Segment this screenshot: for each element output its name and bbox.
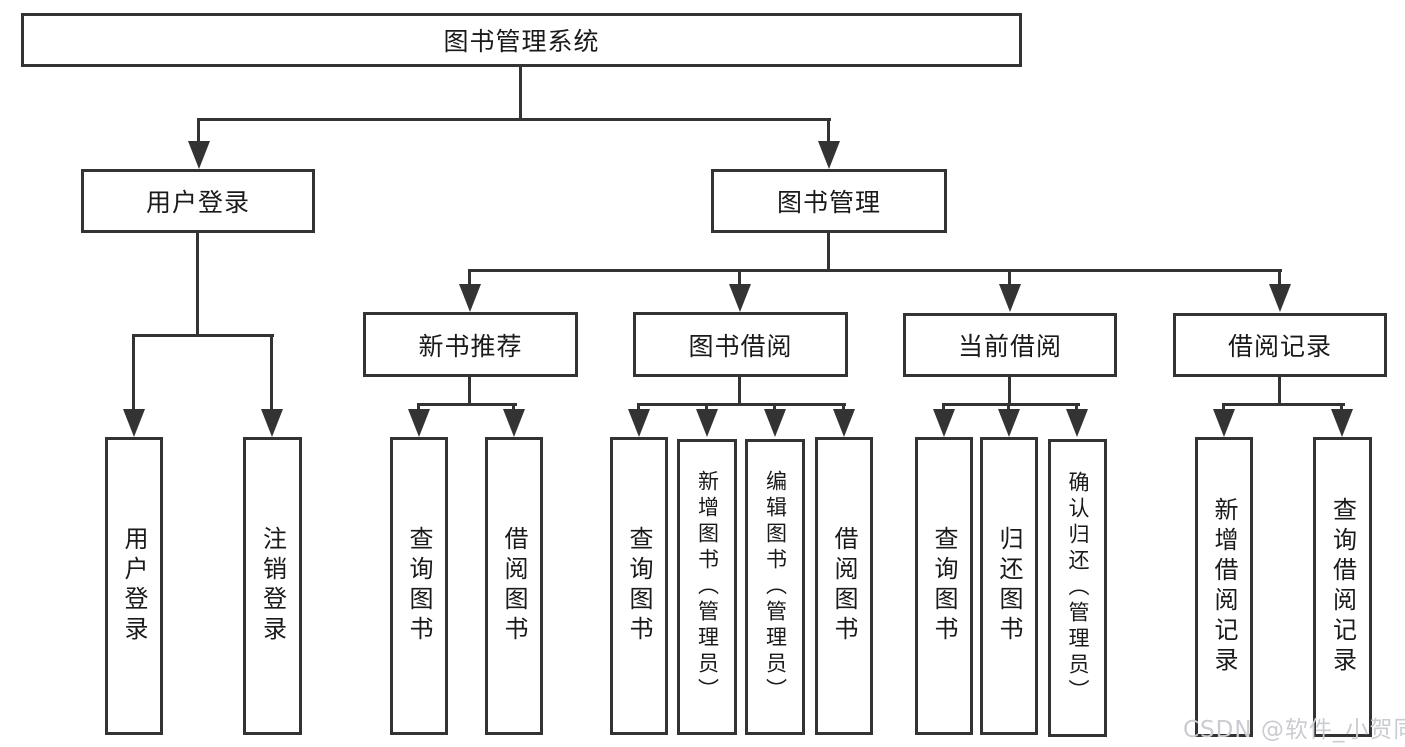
arrow-to-new-book-recommend — [459, 284, 481, 312]
arrow-to-leaf-confirm-return-admin — [1066, 409, 1088, 437]
arrow-to-leaf-logout — [261, 409, 283, 437]
node-root-label: 图书管理系统 — [443, 27, 600, 56]
leaf-query-borrow-record-label: 查询借阅记录 — [1328, 497, 1357, 677]
connector-userlogin-stem — [196, 233, 199, 336]
leaf-query-borrow-record: 查询借阅记录 — [1313, 437, 1372, 737]
leaf-borrow-books-recommend-label: 借阅图书 — [500, 526, 528, 646]
leaf-logout-label: 注销登录 — [258, 526, 287, 646]
leaf-query-books-current: 查询图书 — [915, 437, 973, 735]
arrow-to-leaf-query-books-current — [933, 409, 955, 437]
csdn-watermark: CSDN @软件_小贺同学 — [1183, 717, 1405, 743]
node-book-borrow-label: 图书借阅 — [688, 331, 793, 361]
connector-borrow-stem — [738, 377, 741, 406]
leaf-borrow-books-label: 借阅图书 — [830, 526, 858, 646]
leaf-add-borrow-record: 新增借阅记录 — [1195, 437, 1253, 737]
leaf-edit-books-admin: 编辑图书（管理员） — [745, 439, 805, 735]
arrow-to-leaf-add-books-admin — [696, 409, 718, 437]
connector-root-drop-left — [197, 121, 200, 141]
connector-records-stem — [1278, 377, 1281, 406]
connector-recommend-bus — [417, 403, 517, 406]
connector-bookmgmt-drop-4 — [1278, 272, 1281, 286]
leaf-user-login: 用户登录 — [105, 437, 163, 735]
node-book-management: 图书管理 — [711, 169, 947, 233]
leaf-add-books-admin-label: 新增图书（管理员） — [695, 470, 720, 704]
arrow-to-leaf-user-login — [123, 409, 145, 437]
leaf-logout: 注销登录 — [243, 437, 302, 735]
leaf-query-books-borrow-label: 查询图书 — [625, 526, 653, 646]
arrow-to-leaf-query-borrow-record — [1331, 409, 1353, 437]
arrow-to-leaf-return-books — [998, 409, 1020, 437]
connector-userlogin-drop-1 — [132, 337, 135, 411]
leaf-add-books-admin: 新增图书（管理员） — [677, 439, 737, 735]
connector-bookmgmt-bus — [468, 269, 1282, 272]
leaf-borrow-books: 借阅图书 — [815, 437, 873, 735]
connector-root-bus — [197, 118, 831, 121]
leaf-add-borrow-record-label: 新增借阅记录 — [1210, 497, 1238, 677]
node-book-borrow: 图书借阅 — [633, 312, 848, 377]
arrow-to-current-borrow — [999, 284, 1021, 312]
node-book-management-label: 图书管理 — [776, 188, 881, 217]
node-current-borrow: 当前借阅 — [903, 313, 1117, 377]
arrow-to-leaf-add-borrow-record — [1213, 409, 1235, 437]
connector-root-stem — [519, 67, 522, 121]
node-root: 图书管理系统 — [21, 13, 1022, 67]
leaf-query-books-recommend-label: 查询图书 — [405, 526, 433, 646]
node-new-book-recommend: 新书推荐 — [363, 312, 578, 377]
leaf-user-login-label: 用户登录 — [120, 526, 148, 646]
node-borrow-records: 借阅记录 — [1173, 313, 1387, 377]
arrow-to-book-borrow — [729, 284, 751, 312]
leaf-query-books-recommend: 查询图书 — [390, 437, 448, 735]
arrow-to-leaf-query-books-recommend — [408, 409, 430, 437]
connector-current-stem — [1008, 377, 1011, 406]
connector-borrow-bus — [637, 403, 846, 406]
node-new-book-recommend-label: 新书推荐 — [418, 331, 523, 361]
arrow-to-leaf-borrow-books — [833, 409, 855, 437]
connector-bookmgmt-drop-3 — [1008, 272, 1011, 286]
leaf-return-books: 归还图书 — [980, 437, 1038, 735]
connector-bookmgmt-drop-1 — [468, 272, 471, 286]
node-current-borrow-label: 当前借阅 — [957, 332, 1062, 361]
leaf-return-books-label: 归还图书 — [995, 526, 1023, 646]
arrow-to-leaf-query-books-borrow — [628, 409, 650, 437]
leaf-query-books-current-label: 查询图书 — [930, 526, 958, 646]
leaf-edit-books-admin-label: 编辑图书（管理员） — [763, 470, 788, 704]
connector-bookmgmt-stem — [827, 233, 830, 271]
connector-recommend-stem — [468, 377, 471, 406]
connector-current-bus — [942, 403, 1080, 406]
arrow-to-leaf-borrow-books-recommend — [503, 409, 525, 437]
connector-userlogin-bus — [132, 334, 274, 337]
arrow-to-leaf-edit-books-admin — [764, 409, 786, 437]
connector-userlogin-drop-2 — [270, 337, 273, 411]
connector-bookmgmt-drop-2 — [738, 272, 741, 286]
arrow-to-book-management — [818, 141, 840, 169]
connector-records-bus — [1222, 403, 1345, 406]
leaf-confirm-return-admin: 确认归还（管理员） — [1048, 439, 1107, 737]
node-borrow-records-label: 借阅记录 — [1227, 332, 1332, 361]
leaf-confirm-return-admin-label: 确认归还（管理员） — [1066, 471, 1090, 705]
node-user-login-label: 用户登录 — [145, 188, 250, 217]
node-user-login: 用户登录 — [81, 169, 315, 233]
arrow-to-user-login — [188, 141, 210, 169]
leaf-borrow-books-recommend: 借阅图书 — [485, 437, 543, 735]
leaf-query-books-borrow: 查询图书 — [610, 437, 668, 735]
connector-root-drop-right — [827, 121, 830, 141]
arrow-to-borrow-records — [1269, 284, 1291, 312]
